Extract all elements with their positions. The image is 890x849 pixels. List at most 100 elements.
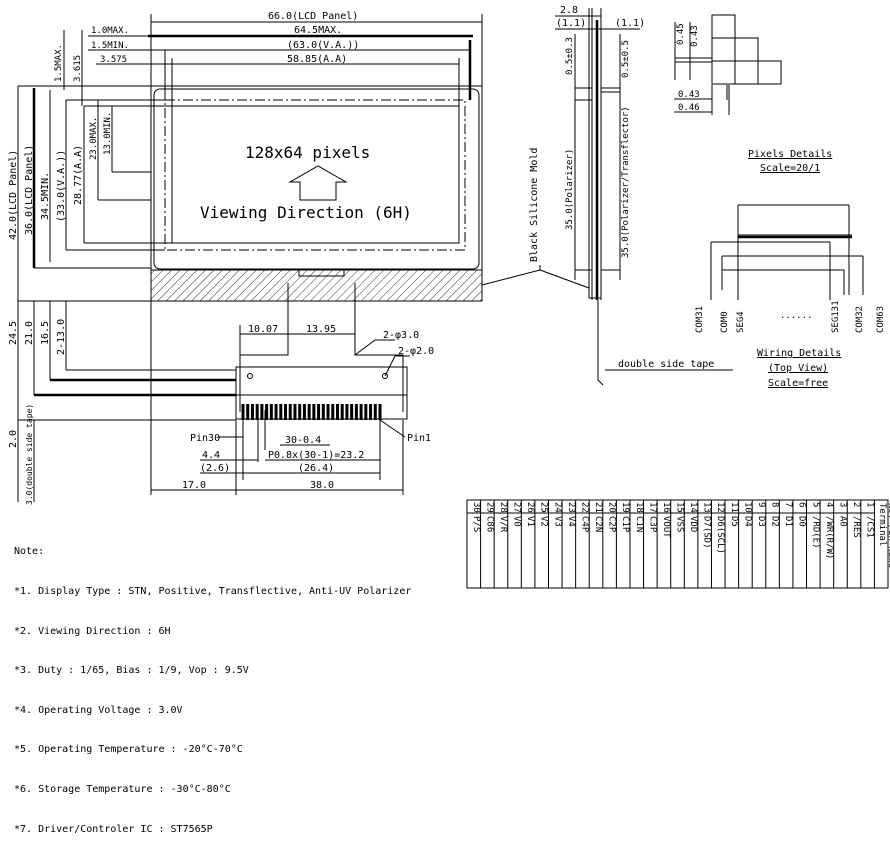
fpc-pin-contacts: [241, 404, 382, 420]
dim-3-575: 3.575: [100, 55, 127, 65]
pin-number: 6: [797, 502, 807, 507]
pin-name: D7(SD): [702, 516, 712, 549]
fpc-pin-contact: [345, 404, 349, 420]
fpc-pin-contact: [293, 404, 297, 420]
pin-number: 20: [607, 502, 617, 513]
dim-1-5max-v: 1.5MAX.: [54, 44, 64, 82]
pin-name: C1N: [634, 516, 644, 532]
pin-name: C3P: [647, 516, 657, 533]
pin-number: 27: [512, 502, 522, 513]
dim-17-0: 17.0: [182, 480, 206, 491]
pixel-dim-0-43-v: 0.43: [690, 25, 700, 47]
dim-24-5: 24.5: [8, 321, 19, 345]
pin-name: V0: [512, 516, 522, 527]
wiring-seg4: SEG4: [736, 311, 746, 333]
fpc-pin-contact: [246, 404, 250, 420]
dim-26-4: (26.4): [298, 463, 334, 474]
pin-name: D3: [756, 516, 766, 527]
pin-name: /CS1: [865, 516, 875, 538]
fpc-pin-contact: [302, 404, 306, 420]
pin-name: D4: [742, 516, 752, 527]
pin-number: 25: [539, 502, 549, 513]
side-dim-polarizer-transflector: 35.0(Polarizer/Transflector): [621, 106, 631, 258]
pin-number: 9: [756, 502, 766, 507]
pin-number: 15: [675, 502, 685, 513]
side-dim-2-8: 2.8: [560, 5, 578, 16]
fpc-pin-contact: [354, 404, 358, 420]
dim-3-615-v: 3.615: [73, 55, 83, 82]
fpc-pin-contact: [255, 404, 259, 420]
pixels-label: 128x64 pixels: [245, 143, 370, 162]
pin-name: VOUT: [661, 516, 671, 538]
dim-13-95: 13.95: [306, 324, 336, 335]
ledge-slot: [298, 269, 345, 277]
side-dim-1-1-right: (1.1): [615, 18, 645, 29]
pin-number: 17: [647, 502, 657, 513]
dim-pitch: P0.8x(30-1)=23.2: [268, 450, 364, 461]
pin-name: /RES: [851, 516, 861, 538]
pin30-label: Pin30: [190, 433, 220, 444]
dim-23max: 23.0MAX.: [89, 117, 99, 160]
pin-number: 2: [851, 502, 861, 507]
pin-number: 26: [525, 502, 535, 513]
pixel-cell: [757, 60, 782, 85]
dim-max-width: 64.5MAX.: [294, 25, 342, 36]
pixel-dim-0-43-h: 0.43: [678, 90, 700, 100]
side-dim-polarizer: 35.0(Polarizer): [565, 149, 575, 230]
dim-2-0: 2.0: [8, 430, 19, 448]
pin-name: C86: [484, 516, 494, 532]
pin-name: V1: [525, 516, 535, 527]
fpc-pin-contact: [265, 404, 269, 420]
dim-va-width: (63.0(V.A.)): [287, 40, 359, 51]
pixel-details: 0.45 0.43 0.43 0.46 Pixels Details Scale…: [674, 14, 832, 174]
pixel-dim-0-45: 0.45: [676, 23, 686, 45]
pixel-cell: [711, 60, 736, 85]
side-dim-0-5-left: 0.5±0.3: [565, 37, 575, 75]
note-5: *5. Operating Temperature : -20°C-70°C: [14, 744, 243, 756]
viewing-area: [164, 99, 466, 251]
dim-aa-width: 58.85(A.A): [287, 54, 347, 65]
dim-10-07: 10.07: [248, 324, 278, 335]
viewing-direction-arrow: [288, 165, 348, 201]
dim-2-13: 2-13.0: [56, 319, 67, 355]
pin-number: 7: [783, 502, 793, 507]
fpc-pin-contact: [340, 404, 344, 420]
wiring-com31: COM31: [695, 306, 705, 333]
dim-holes-3: 2-φ3.0: [383, 330, 419, 341]
dim-16-5: 16.5: [40, 321, 51, 345]
fpc-pin-contact: [364, 404, 368, 420]
pin-name: C2N: [593, 516, 603, 532]
notes-title: Note:: [14, 546, 45, 558]
fpc-hole-left: [247, 373, 253, 379]
fpc-pin-contact: [269, 404, 273, 420]
pin-name: D0: [797, 516, 807, 527]
wiring-details-subtitle: (Top View): [768, 363, 828, 374]
wiring-seg131: SEG131: [831, 300, 841, 333]
pin-name: VSS: [675, 516, 685, 532]
wiring-details: COM31 COM0 SEG4 ...... SEG131 COM32 COM6…: [695, 204, 886, 389]
pin-number: 28: [498, 502, 508, 513]
note-1: *1. Display Type : STN, Positive, Transf…: [14, 586, 412, 597]
pixel-grid: [711, 14, 782, 85]
fpc-pin-contact: [274, 404, 278, 420]
pin-number: 21: [593, 502, 603, 513]
lcd-inner-outline: [153, 88, 480, 270]
active-area: [171, 105, 460, 244]
fpc-pin-contact: [373, 404, 377, 420]
wiring-details-title: Wiring Details: [757, 348, 841, 359]
pin-table-border: [466, 499, 889, 589]
glass-ledge: [150, 269, 483, 302]
fpc-pin-contact: [307, 404, 311, 420]
dim-33-va: (33.0(V.A.)): [56, 150, 67, 222]
fpc-pin-contact: [317, 404, 321, 420]
pin-number: 16: [661, 502, 671, 513]
pin-name: C4P: [579, 516, 589, 533]
wiring-com0: COM0: [720, 311, 730, 333]
pin-table-header-terminal: Terminal: [877, 503, 887, 546]
fpc-pin-contact: [288, 404, 292, 420]
pin-name: D5: [729, 516, 739, 527]
wiring-ellipsis: ......: [780, 311, 813, 321]
pin-number: 29: [484, 502, 494, 513]
note-4: *4. Operating Voltage : 3.0V: [14, 704, 183, 716]
pin1-label: Pin1: [407, 433, 431, 444]
